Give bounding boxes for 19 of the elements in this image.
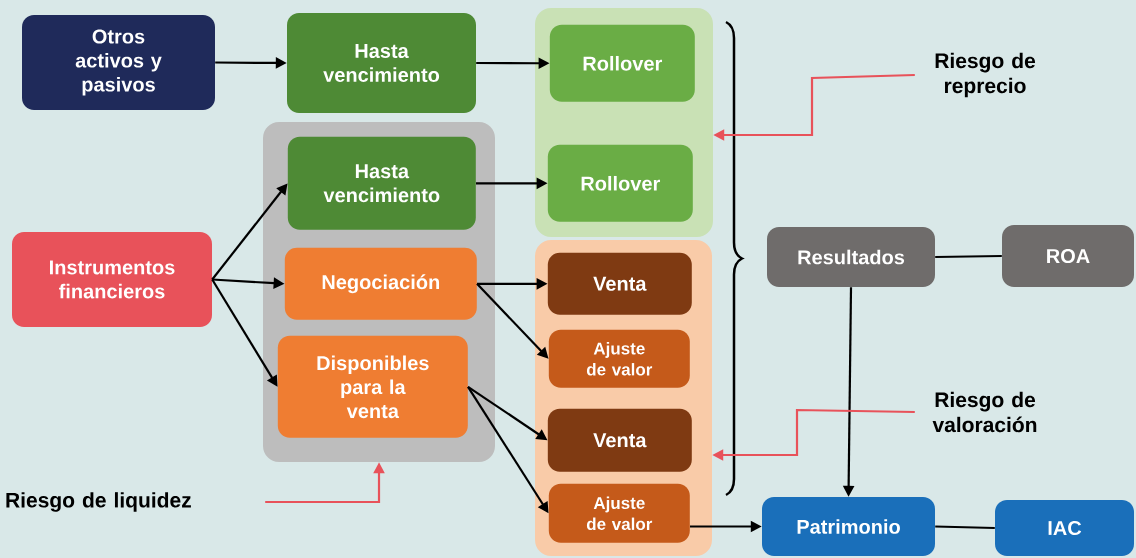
- process-box: Instrumentos financieros: [12, 232, 212, 327]
- process-box: Hasta vencimiento: [287, 13, 476, 113]
- risk-label: Riesgo de liquidez: [6, 492, 191, 512]
- process-box: Negociación: [284, 247, 477, 320]
- process-box: Ajuste de valor: [548, 329, 690, 388]
- process-box: Resultados: [767, 227, 935, 287]
- process-box: Ajuste de valor: [548, 483, 690, 543]
- risk-label: Riesgo de valoración: [932, 391, 1037, 433]
- risk-label: Riesgo de reprecio: [935, 52, 1036, 98]
- process-box: Venta: [547, 252, 692, 315]
- process-box: IAC: [995, 500, 1134, 556]
- process-box: Rollover: [549, 24, 695, 102]
- process-box: Hasta vencimiento: [287, 136, 476, 230]
- process-box: Rollover: [547, 144, 693, 222]
- process-box: ROA: [1002, 225, 1134, 287]
- process-box: Disponibles para la venta: [277, 335, 468, 438]
- process-box: Otros activos y pasivos: [22, 15, 215, 110]
- process-box: Patrimonio: [762, 497, 935, 556]
- process-box: Venta: [547, 408, 692, 472]
